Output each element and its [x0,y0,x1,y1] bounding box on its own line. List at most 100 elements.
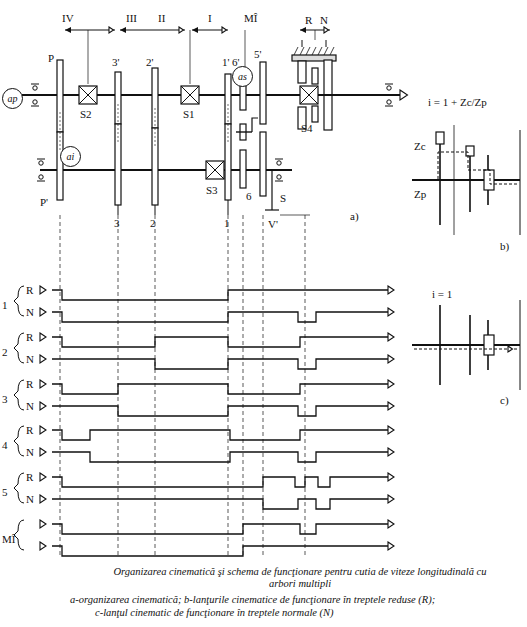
shaft-circle: as [232,66,253,87]
shaft-circle: ai [60,146,81,167]
path [52,524,388,534]
path [14,380,24,410]
line [37,159,45,160]
arrow-head [508,346,513,352]
callout-label: 3 [2,393,8,405]
callout-label: S1 [183,108,195,120]
arrow-head [40,448,46,456]
caption-line: c-lanţul cinematic de funcţionare în tre… [95,607,334,619]
arrow-head [388,308,394,316]
bearing [387,86,391,90]
path [52,290,388,300]
arrow-head [40,402,46,410]
line [412,179,520,181]
arrow-head [40,495,46,503]
arrow-head [400,90,408,100]
line [300,86,318,104]
line [181,86,199,104]
callout-label: 3' [112,56,119,68]
path [52,312,388,322]
gear [260,132,266,196]
callout-label: 6 [246,190,252,202]
callout-label: R [26,471,33,483]
arrow-head [388,448,394,456]
callout-label: i = 1 + Zc/Zp [428,96,487,108]
shaft-name: ai [67,151,75,162]
line [228,104,229,144]
line [31,84,39,85]
line [243,215,244,556]
line [181,86,199,104]
line [275,159,283,160]
line [228,200,229,215]
line [120,30,185,31]
callout-label: b) [500,240,509,252]
path [414,349,518,350]
line [412,344,520,346]
gear [300,86,318,104]
line [385,106,393,107]
callout-label: N [26,446,34,458]
line [60,112,61,152]
line [155,108,156,148]
line [190,30,191,84]
callout-label: I [208,12,212,24]
gear [298,61,306,83]
arrow-head [222,27,227,33]
gear [152,68,158,128]
arrow-head [65,27,71,33]
line [206,161,224,179]
line [155,215,156,556]
callout-label: S2 [80,108,92,120]
callout-label: N [26,306,34,318]
callout-label: S4 [301,122,313,134]
callout-label: S3 [206,184,218,196]
path [14,520,24,550]
line [65,30,115,31]
arrow-head [40,380,46,388]
gear [152,128,158,205]
callout-label: R [26,424,33,436]
gear [312,68,318,84]
callout-label: P [48,52,54,64]
line [40,169,292,171]
line [326,40,327,47]
callout-label: 1 [2,299,8,311]
callout-label: 1' [222,56,229,68]
line [305,215,306,556]
path [520,300,521,390]
callout-label: a) [350,210,359,222]
gear [181,86,199,104]
callout-label: S [280,192,286,204]
path [252,118,258,132]
callout-label: Zc [414,140,426,152]
callout-label: 2' [146,56,153,68]
bearing [39,175,43,179]
arrow-head [40,308,46,316]
line [338,94,400,96]
callout-label: N [26,400,34,412]
caption-line: a-organizarea cinematică; b-lanţurile ci… [70,594,435,606]
bearing [33,86,37,90]
callout-label: 2 [2,346,8,358]
line [300,47,304,55]
gear [436,132,444,144]
shaft-name: as [238,71,247,82]
arrow-head [109,27,114,33]
arrow-head [40,520,46,528]
line [206,161,224,179]
path [14,473,24,503]
gear [225,124,231,200]
arrow-head [179,27,184,33]
arrow-head [388,380,394,388]
arrow-head [192,27,198,33]
callout-label: N [320,14,328,26]
callout-label: 5 [2,486,8,498]
callout-label: R [26,331,33,343]
line [312,47,316,55]
path [14,426,24,456]
line [271,170,272,210]
line [265,209,279,210]
arrow-head [300,27,306,33]
